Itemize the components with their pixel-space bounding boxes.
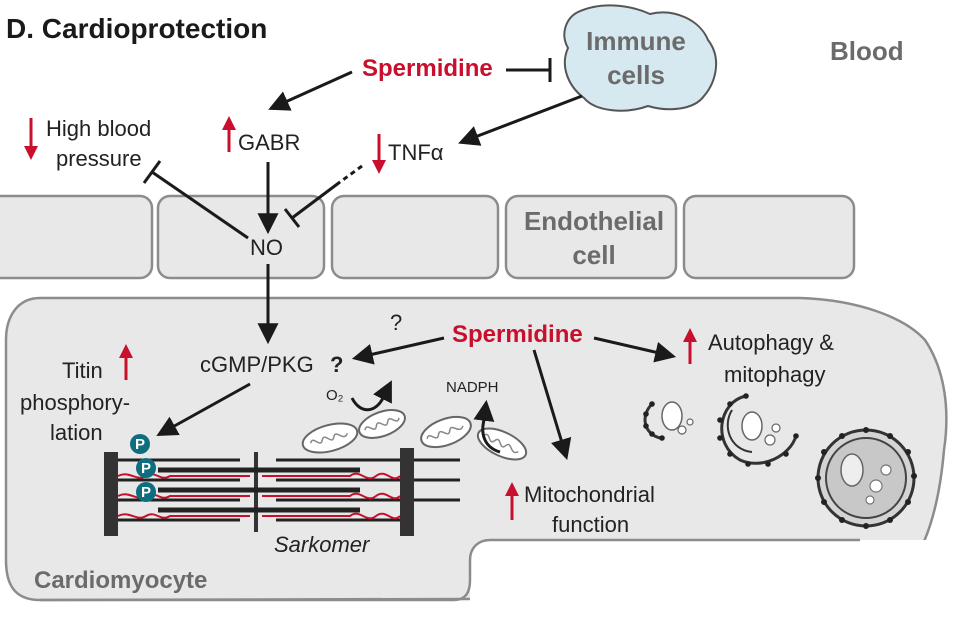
phosphate-label-1: P xyxy=(135,436,145,453)
sarkomer-label: Sarkomer xyxy=(274,532,371,557)
autophagy-up-arrow-head xyxy=(683,328,697,342)
immune-cell-shape xyxy=(563,4,718,112)
spermidine-top-label: Spermidine xyxy=(362,55,493,82)
high-bp-label-line2: pressure xyxy=(56,146,142,171)
cgmp-label: cGMP/PKG xyxy=(200,352,314,377)
endothelial-cell-1 xyxy=(0,194,154,280)
spermidine-to-mito-arrow xyxy=(532,349,572,461)
titin-label-line2: phosphory- xyxy=(20,390,130,415)
spermidine-mid-label: Spermidine xyxy=(452,321,583,348)
immune-cells-label-line1: Immune xyxy=(586,26,686,56)
titin-spring-4 xyxy=(262,472,401,480)
phosphate-label-2: P xyxy=(141,460,151,477)
phagophore xyxy=(643,401,694,441)
endothelial-cell-4 xyxy=(504,194,678,280)
immune-cells-label-line2: cells xyxy=(607,60,665,90)
endothelial-cell-5 xyxy=(682,194,856,280)
titin-spring-3 xyxy=(117,513,250,519)
gabr-label: GABR xyxy=(238,130,300,155)
o2-curved-arrow xyxy=(350,380,392,412)
endothelial-label-line1: Endothelial xyxy=(524,206,664,236)
cgmp-question-mark: ? xyxy=(330,352,343,377)
no-label: NO xyxy=(250,235,283,260)
high-bp-inhibition-bar xyxy=(142,160,162,184)
autophagy-label-line1: Autophagy & xyxy=(708,330,834,355)
mitochondrion-1 xyxy=(301,422,359,454)
mitochondrion-3 xyxy=(420,415,472,449)
tnf-inhibits-no-dashed xyxy=(339,164,363,184)
phosphate-badge-1 xyxy=(130,434,150,454)
spermidine-to-cgmp-arrow xyxy=(351,336,445,365)
spermidine-to-gabr-arrow xyxy=(268,70,353,111)
z-disc-right xyxy=(400,448,414,536)
question-mark-label: ? xyxy=(390,310,402,335)
o2-label: O₂ xyxy=(326,387,344,404)
z-disc-left xyxy=(104,452,118,536)
cell-notch-mask xyxy=(470,540,950,628)
mitochondrion-2 xyxy=(358,409,406,439)
titin-label-line1: Titin xyxy=(62,358,103,383)
tnf-label: TNFα xyxy=(388,140,444,165)
high-bp-label-line1: High blood xyxy=(46,116,151,141)
gabr-up-arrow-head xyxy=(222,116,236,130)
no-inhibition-bar xyxy=(283,208,301,228)
figure-title: D. Cardioprotection xyxy=(6,13,267,44)
endothelial-cell-2 xyxy=(156,194,326,280)
cardiomyocyte-label: Cardiomyocyte xyxy=(34,567,207,594)
nadph-curved-arrow xyxy=(473,399,501,454)
autophagy-label-line2: mitophagy xyxy=(724,362,826,387)
phosphate-badge-2 xyxy=(136,458,156,478)
mito-function-label-line1: Mitochondrial xyxy=(524,482,655,507)
titin-up-arrow-head xyxy=(119,344,133,358)
cell-notch-outline xyxy=(40,538,860,602)
phosphate-label-3: P xyxy=(141,484,151,501)
high-bp-down-arrow-head xyxy=(24,146,38,160)
titin-spring-5 xyxy=(262,492,401,500)
nadph-label: NADPH xyxy=(446,379,499,396)
tnf-down-arrow-head xyxy=(372,160,386,174)
autophagosome-forming xyxy=(717,393,799,467)
sarcomere xyxy=(104,448,460,536)
no-inhibits-high-bp-line xyxy=(151,170,249,240)
titin-spring-6 xyxy=(262,512,401,520)
blood-label: Blood xyxy=(830,36,904,66)
phosphate-badge-3 xyxy=(136,482,156,502)
cardiomyocyte-shape xyxy=(4,296,948,602)
tnf-inhibits-no-line xyxy=(291,180,341,220)
titin-label-line3: lation xyxy=(50,420,103,445)
cgmp-to-titin-arrow xyxy=(156,382,251,437)
mito-up-arrow-head xyxy=(505,482,519,496)
spermidine-to-autophagy-arrow xyxy=(593,336,677,363)
mito-function-label-line2: function xyxy=(552,512,629,537)
endothelial-label-line2: cell xyxy=(572,240,615,270)
mitochondrion-4 xyxy=(476,427,528,461)
immune-to-tnf-arrow xyxy=(458,94,583,146)
autolysosome xyxy=(815,427,917,529)
endothelial-cell-3 xyxy=(330,194,500,280)
